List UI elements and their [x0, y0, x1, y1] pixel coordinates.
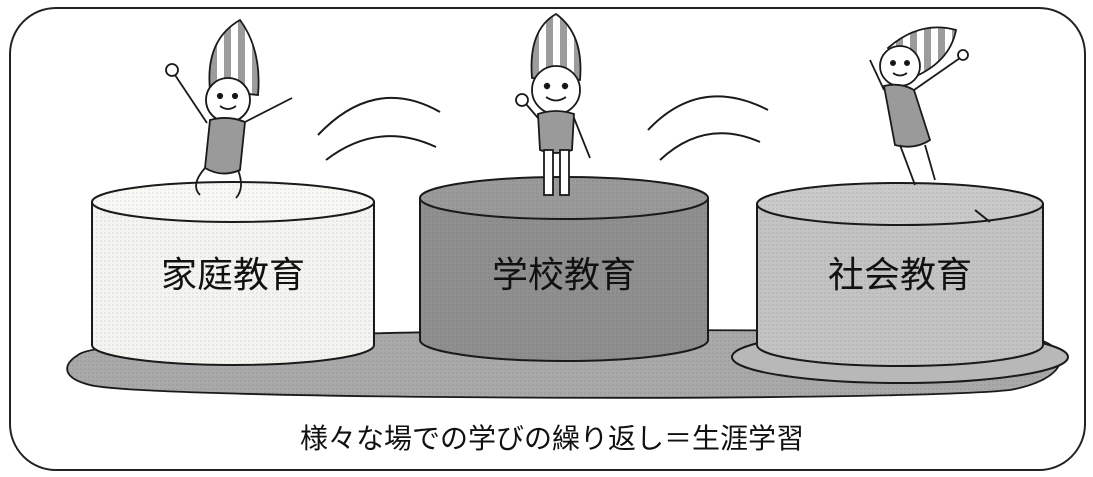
jump-arcs [317, 95, 769, 161]
platform-home-education: 家庭教育 [91, 181, 375, 366]
platform-label-school: 学校教育 [492, 255, 636, 296]
mascot-character-left [165, 18, 293, 199]
diagram-caption: 様々な場での学びの繰り返し＝生涯学習 [300, 422, 804, 455]
platform-school-education: 学校教育 [419, 176, 709, 362]
platform-label-home: 家庭教育 [161, 255, 305, 296]
mascot-character-center [515, 12, 591, 196]
platform-label-social: 社会教育 [828, 255, 972, 296]
mascot-character-right [869, 26, 969, 186]
platform-social-education: 社会教育 [731, 182, 1069, 384]
